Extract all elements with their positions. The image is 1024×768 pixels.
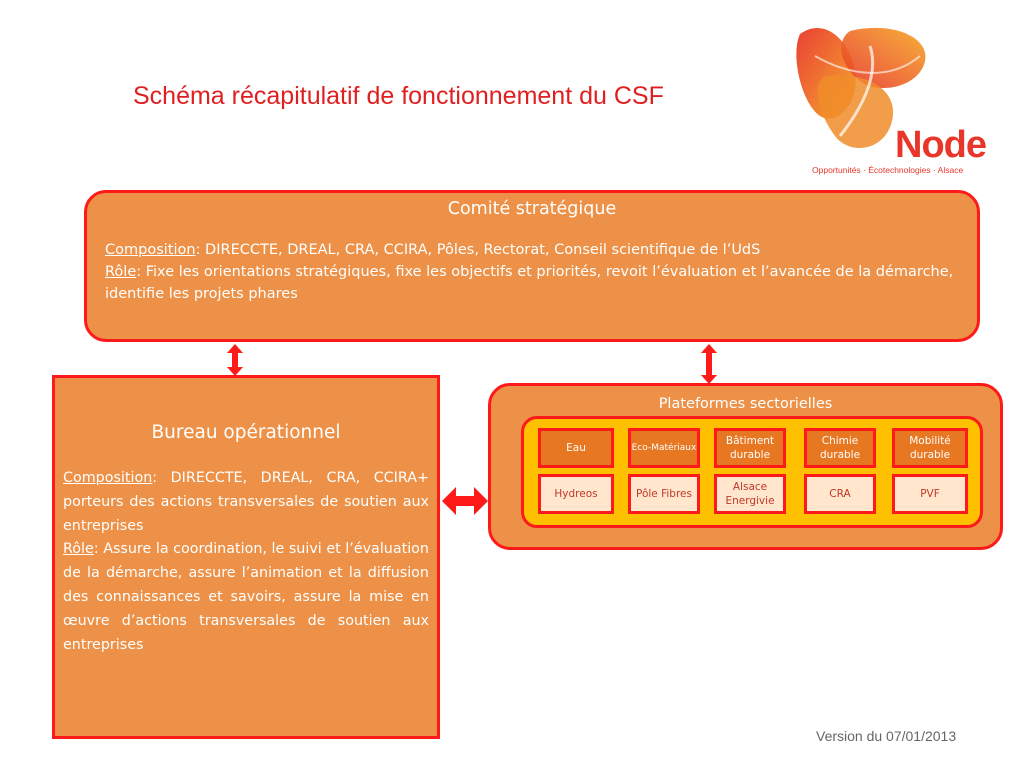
- plateformes-title: Plateformes sectorielles: [658, 396, 833, 412]
- bureau-operationnel-box: Bureau opérationnel Composition: DIRECCT…: [52, 375, 440, 739]
- bureau-title: Bureau opérationnel: [151, 422, 341, 443]
- version-date: Version du 07/01/2013: [816, 728, 957, 744]
- platform-cra: CRA: [804, 474, 876, 514]
- slide-title: Schéma récapitulatif de fonctionnement d…: [133, 82, 664, 110]
- platform-pvf: PVF: [892, 474, 968, 514]
- comite-composition: Composition: DIRECCTE, DREAL, CRA, CCIRA…: [105, 239, 959, 261]
- platform-eau: Eau: [538, 428, 614, 468]
- comite-strategique-box: Comité stratégique Composition: DIRECCTE…: [84, 190, 980, 342]
- platform-hydreos: Hydreos: [538, 474, 614, 514]
- plateformes-grid: Eau Eco-Matériaux Bâtiment durable Chimi…: [521, 416, 983, 528]
- node-logo-graphic: [796, 27, 926, 148]
- vertical-arrow-left: [227, 344, 243, 376]
- comite-title: Comité stratégique: [447, 199, 617, 219]
- composition-label: Composition: [63, 470, 153, 486]
- vertical-arrow-right: [701, 344, 717, 384]
- role-text: : Assure la coordination, le suivi et l’…: [63, 541, 429, 653]
- platform-chimie-durable: Chimie durable: [804, 428, 876, 468]
- role-label: Rôle: [63, 541, 94, 558]
- comite-role: Rôle: Fixe les orientations stratégiques…: [105, 261, 959, 305]
- platform-eco-materiaux: Eco-Matériaux: [628, 428, 700, 468]
- logo-tagline: Opportunités · Écotechnologies · Alsace: [812, 165, 964, 175]
- bureau-composition: Composition: DIRECCTE, DREAL, CRA, CCIRA…: [63, 467, 429, 538]
- horizontal-double-arrow: [442, 487, 488, 515]
- composition-text: : DIRECCTE, DREAL, CRA, CCIRA+ porteurs …: [63, 470, 429, 534]
- role-text: : Fixe les orientations stratégiques, fi…: [105, 264, 954, 302]
- platform-alsace-energivie: Alsace Energivie: [714, 474, 786, 514]
- plateformes-sectorielles-box: Plateformes sectorielles Eau Eco-Matéria…: [488, 383, 1003, 550]
- node-logo: [780, 16, 1005, 181]
- logo-wordmark: Node: [895, 124, 987, 166]
- bureau-role: Rôle: Assure la coordination, le suivi e…: [63, 538, 429, 657]
- composition-text: : DIRECCTE, DREAL, CRA, CCIRA, Pôles, Re…: [195, 242, 761, 258]
- composition-label: Composition: [105, 242, 196, 258]
- platform-mobilite-durable: Mobilité durable: [892, 428, 968, 468]
- platform-pole-fibres: Pôle Fibres: [628, 474, 700, 514]
- platform-batiment-durable: Bâtiment durable: [714, 428, 786, 468]
- role-label: Rôle: [105, 264, 137, 280]
